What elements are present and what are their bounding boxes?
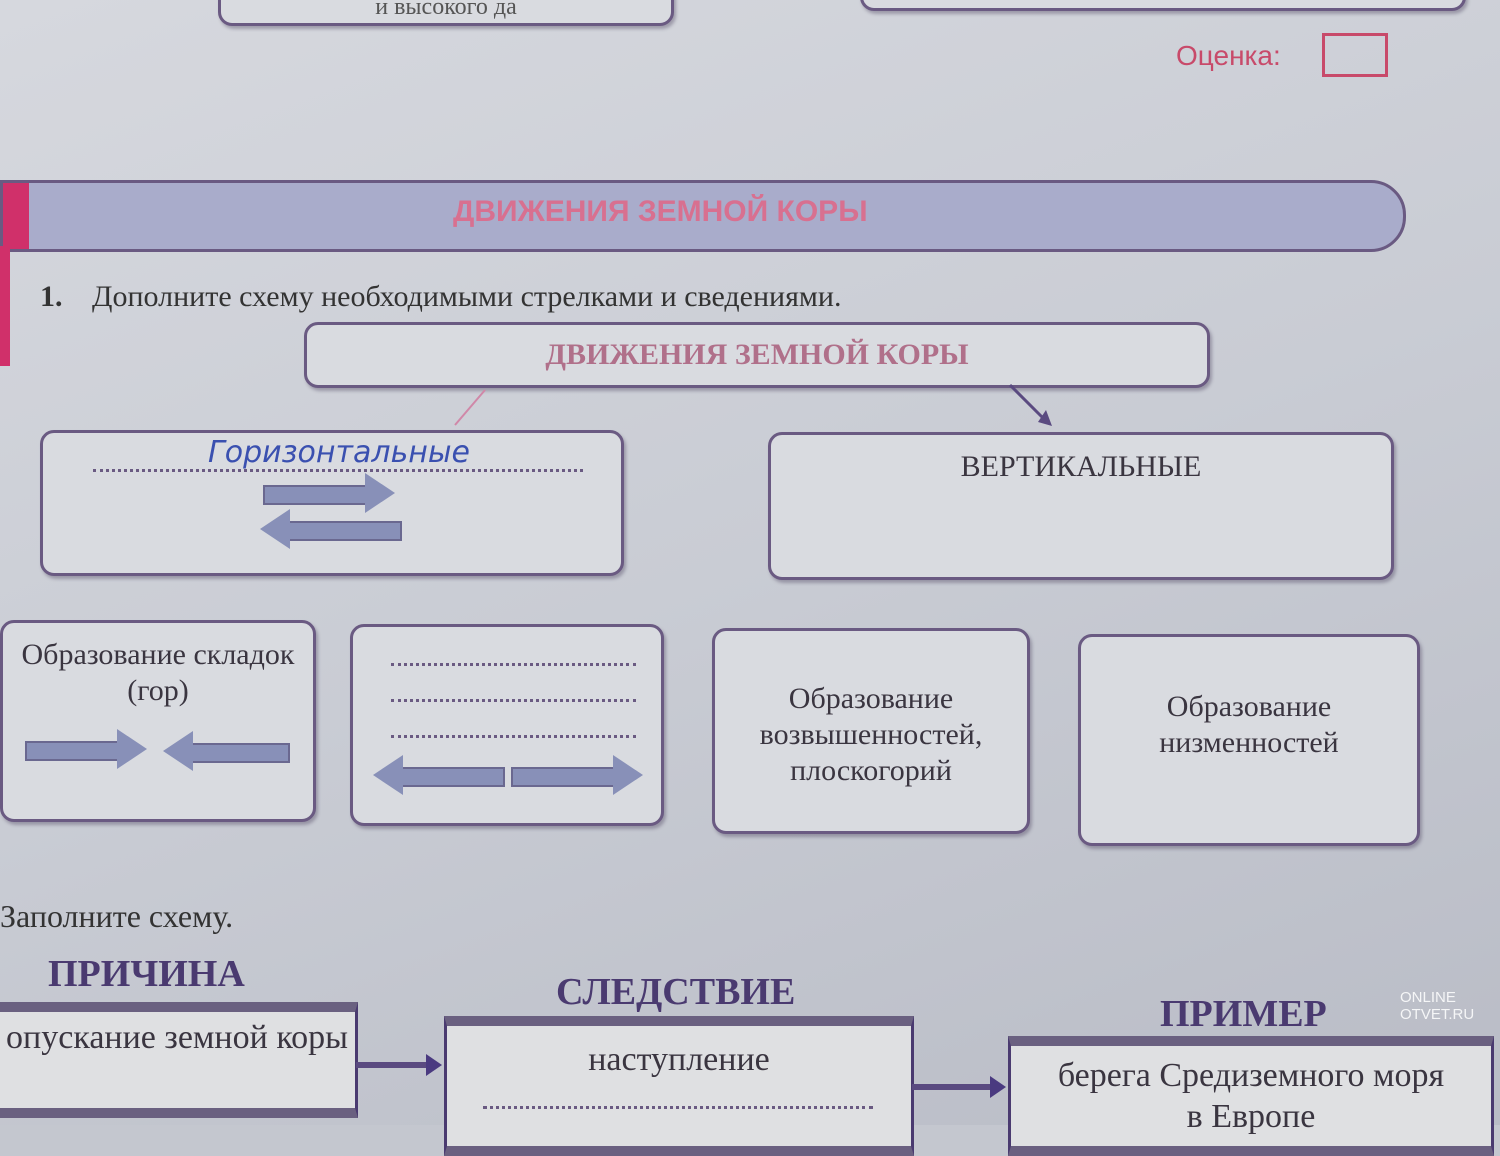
effect-text: наступление [588, 1041, 770, 1078]
grade-label: Оценка: [1176, 40, 1281, 71]
root-box: ДВИЖЕНИЯ ЗЕМНОЙ КОРЫ [304, 322, 1210, 388]
top-partial-box: и высокого да [218, 0, 674, 26]
connector-arrows [454, 383, 1052, 426]
page-edge-marker [0, 246, 10, 366]
arrow-left-icon [163, 731, 290, 771]
vertical-box: ВЕРТИКАЛЬНЫЕ [768, 432, 1394, 580]
grade-box[interactable] [1322, 33, 1388, 77]
horizontal-box: Горизонтальные [40, 430, 624, 576]
uplands-label: Образование возвышенностей, плоскогорий [759, 682, 983, 787]
arrow-right-icon [25, 729, 147, 769]
effect-box: наступление [444, 1016, 914, 1156]
vertical-label: ВЕРТИКАЛЬНЫЕ [960, 450, 1202, 483]
example-box: берега Средиземного моря в Европе [1008, 1036, 1494, 1156]
cause-header: ПРИЧИНА [48, 953, 245, 995]
section-banner: ДВИЖЕНИЯ ЗЕМНОЙ КОРЫ [0, 180, 1406, 252]
arrow-left-icon [373, 755, 505, 795]
cause-text: опускание земной коры [6, 1019, 348, 1056]
example-text: берега Средиземного моря в Европе [1057, 1057, 1445, 1135]
lowlands-label: Образование низменностей [1159, 690, 1339, 759]
uplands-box: Образование возвышенностей, плоскогорий [712, 628, 1030, 834]
watermark: ONLINE OTVET.RU [1400, 989, 1475, 1023]
arrow-right-icon [912, 1076, 1006, 1098]
task2-instruction: Заполните схему. [0, 898, 234, 934]
banner-title: ДВИЖЕНИЯ ЗЕМНОЙ КОРЫ [453, 195, 868, 228]
arrow-right-icon [263, 473, 395, 513]
blank-box [350, 624, 664, 826]
task-number: 1. [40, 280, 63, 313]
top-box-text: и высокого да [375, 0, 517, 19]
handwritten-answer: Горизонтальные [208, 435, 471, 470]
example-header: ПРИМЕР [1160, 993, 1327, 1035]
cause-box: опускание земной коры [0, 1002, 358, 1118]
root-label: ДВИЖЕНИЯ ЗЕМНОЙ КОРЫ [545, 338, 969, 371]
folds-box: Образование складок (гор) [0, 620, 316, 822]
arrow-right-icon [356, 1054, 442, 1076]
arrow-right-icon [511, 755, 643, 795]
effect-header: СЛЕДСТВИЕ [556, 971, 796, 1013]
lowlands-box: Образование низменностей [1078, 634, 1420, 846]
top-partial-box-right [860, 0, 1466, 11]
task1-instruction: Дополните схему необходимыми стрелками и… [92, 280, 842, 313]
arrow-left-icon [260, 509, 402, 549]
folds-label: Образование складок (гор) [21, 638, 295, 707]
